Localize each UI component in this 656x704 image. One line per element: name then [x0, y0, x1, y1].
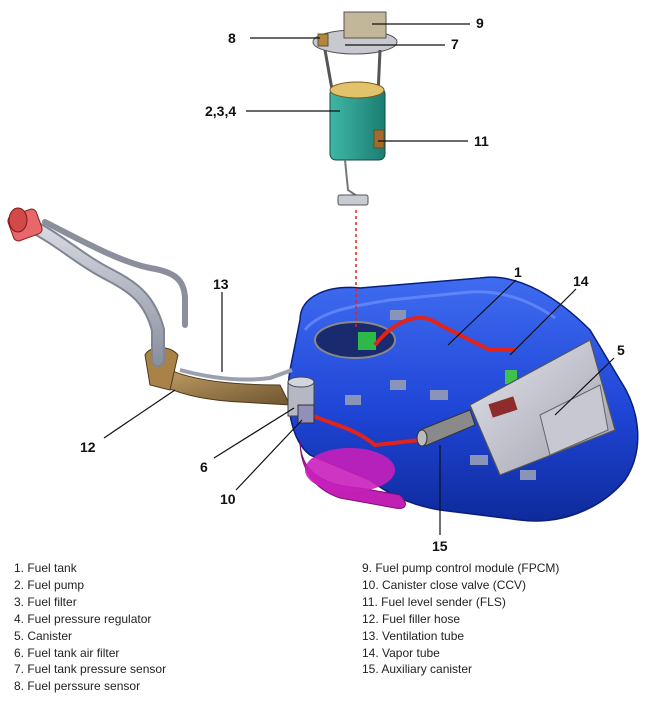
callout-14: 14: [573, 273, 589, 289]
callout-5: 5: [617, 342, 625, 358]
legend: 1. Fuel tank 2. Fuel pump 3. Fuel filter…: [0, 560, 656, 700]
pump-flange-connector: [358, 332, 376, 350]
legend-left-column: 1. Fuel tank 2. Fuel pump 3. Fuel filter…: [14, 560, 166, 695]
callout-7: 7: [451, 36, 459, 52]
leader-lines: [103, 23, 615, 535]
callout-6: 6: [200, 459, 208, 475]
legend-item: 14. Vapor tube: [362, 645, 440, 660]
fuel-system-diagram: 9 8 7 2,3,4 11 1 14 13 5 12 6 10 15: [7, 11, 639, 554]
legend-item: 11. Fuel level sender (FLS): [362, 594, 506, 609]
callout-15: 15: [432, 538, 448, 554]
legend-right-column: 9. Fuel pump control module (FPCM) 10. C…: [362, 560, 559, 678]
pump-opening: [314, 321, 396, 359]
fuel-pump-module: [312, 11, 398, 206]
legend-item: 2. Fuel pump: [14, 577, 85, 592]
auxiliary-canister: [416, 409, 476, 447]
fuel-tank-air-filter: [287, 376, 315, 417]
legend-item: 15. Auxiliary canister: [362, 662, 473, 677]
callout-10: 10: [220, 491, 236, 507]
legend-item: 3. Fuel filter: [14, 594, 77, 609]
legend-item: 10. Canister close valve (CCV): [362, 577, 527, 592]
fuel-filler-hose: [149, 364, 291, 406]
tank-lower-bulge: [305, 448, 395, 492]
legend-item: 7. Fuel tank pressure sensor: [14, 662, 167, 677]
canister-close-valve: [297, 404, 315, 424]
callout-2-3-4: 2,3,4: [205, 103, 236, 119]
callout-8: 8: [228, 30, 236, 46]
callout-1: 1: [514, 264, 522, 280]
legend-item: 1. Fuel tank: [14, 561, 77, 575]
legend-item: 13. Ventilation tube: [362, 628, 465, 643]
legend-item: 9. Fuel pump control module (FPCM): [362, 561, 560, 575]
legend-item: 4. Fuel pressure regulator: [14, 611, 152, 626]
callout-9: 9: [476, 15, 484, 31]
canister: [469, 339, 616, 476]
legend-item: 6. Fuel tank air filter: [14, 645, 120, 660]
callout-13: 13: [213, 276, 229, 292]
legend-item: 5. Canister: [14, 628, 73, 643]
callout-11: 11: [474, 133, 489, 149]
fuel-filler-neck: [23, 218, 188, 367]
ventilation-tube: [179, 368, 293, 382]
legend-item: 8. Fuel perssure sensor: [14, 679, 141, 694]
legend-item: 12. Fuel filler hose: [362, 611, 461, 626]
callout-12: 12: [80, 439, 96, 455]
filler-cap: [7, 207, 43, 242]
